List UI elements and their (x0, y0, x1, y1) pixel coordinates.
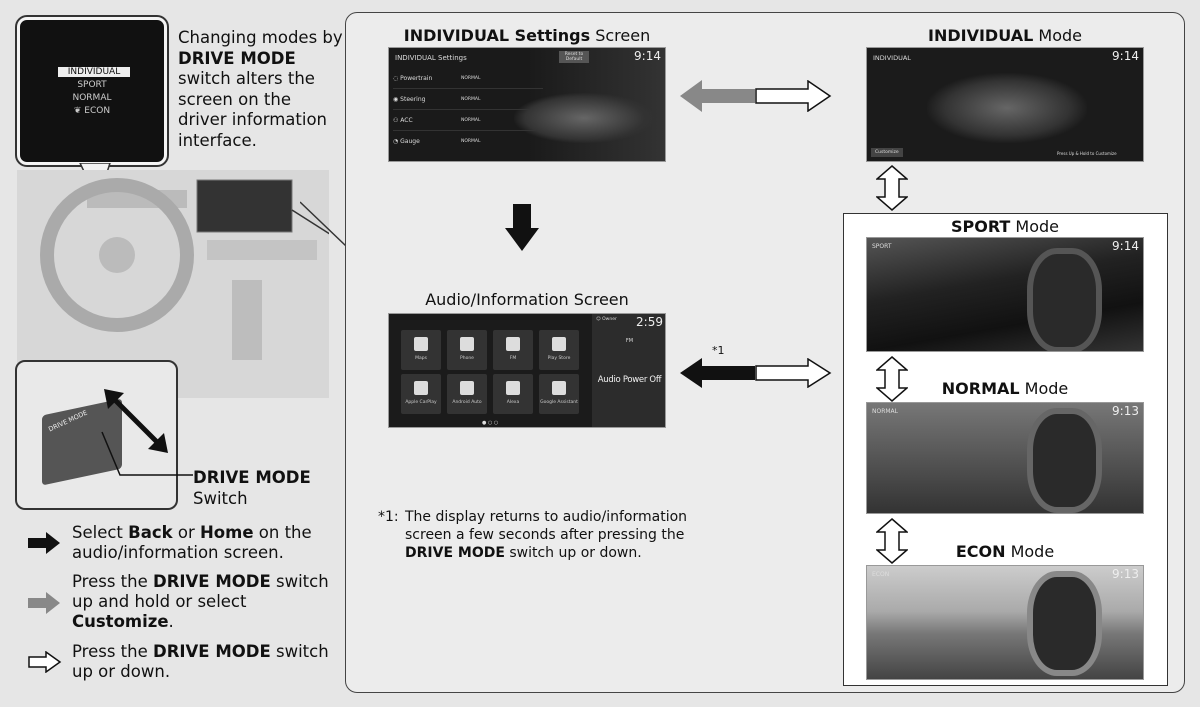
sport-mode-title: SPORT Mode (950, 217, 1060, 236)
white-arrow-icon (28, 651, 62, 673)
switch-inset: DRIVE MODE (15, 360, 178, 510)
clock: 9:14 (1112, 49, 1139, 63)
audio-band: FM (625, 338, 634, 344)
black-arrow-icon (28, 532, 60, 554)
audio-status: Audio Power Off (597, 375, 662, 385)
up-down-white-arrow (876, 356, 908, 402)
app-fm[interactable]: FM (493, 330, 533, 370)
popup-item-sport: SPORT (77, 80, 107, 90)
popup-item-individual: INDIVIDUAL (58, 67, 130, 77)
app-android-auto[interactable]: Android Auto (447, 374, 487, 414)
drive-mode-popup: INDIVIDUAL SPORT NORMAL ❦ ECON (15, 15, 169, 167)
app-alexa[interactable]: Alexa (493, 374, 533, 414)
individual-mode-title: INDIVIDUAL Mode (928, 26, 1082, 45)
black-down-arrow (505, 204, 539, 251)
app-play-store[interactable]: Play Store (539, 330, 579, 370)
econ-mode-screen: ECON 9:13 (866, 565, 1144, 680)
mode-label: ECON (872, 571, 890, 578)
user-profile[interactable]: ☺ Owner (596, 317, 617, 322)
legend-white: Press the DRIVE MODE switch up or down. (72, 642, 329, 681)
car-image (927, 73, 1087, 143)
popup-item-normal: NORMAL (72, 93, 112, 103)
wheel-image (1027, 248, 1102, 351)
settings-header: INDIVIDUAL Settings (395, 54, 467, 62)
reset-to-default-button[interactable]: Reset to Default (559, 51, 589, 63)
screen-callout-line (300, 201, 347, 247)
app-phone[interactable]: Phone (447, 330, 487, 370)
audio-information-screen: Maps Phone FM Play Store Apple CarPlay A… (388, 313, 666, 428)
customize-button[interactable]: Customize (871, 148, 903, 157)
page-dots: ● ○ ○ (482, 420, 499, 426)
popup-item-econ: ❦ ECON (73, 106, 111, 116)
footnote-ref: *1 (712, 344, 725, 357)
individual-settings-screen: INDIVIDUAL Settings Reset to Default 9:1… (388, 47, 666, 162)
app-google-assistant[interactable]: Google Assistant (539, 374, 579, 414)
up-down-white-arrow (876, 518, 908, 564)
legend-black: Select Back or Home on the audio/informa… (72, 523, 312, 562)
individual-mode-screen: INDIVIDUAL 9:14 Customize Press Up & Hol… (866, 47, 1144, 162)
clock: 9:14 (634, 49, 661, 63)
econ-mode-title: ECON Mode (955, 542, 1055, 561)
up-down-arrow-icon (104, 389, 168, 453)
gray-arrow-icon (28, 592, 60, 614)
black-white-double-arrow (680, 358, 832, 388)
wheel-image (1027, 571, 1102, 676)
sport-mode-screen: SPORT 9:14 (866, 237, 1144, 352)
clock: 9:13 (1112, 567, 1139, 581)
car-image (514, 93, 654, 143)
mode-label: SPORT (872, 243, 892, 250)
switch-pointer-line (101, 431, 193, 476)
settings-title: INDIVIDUAL Settings Screen (403, 26, 651, 45)
up-down-white-arrow (876, 165, 908, 211)
normal-mode-screen: NORMAL 9:13 (866, 402, 1144, 514)
wheel-image (1027, 408, 1102, 513)
customize-hint: Press Up & Hold to Customize (1057, 151, 1117, 156)
mode-label: INDIVIDUAL (873, 54, 911, 62)
gray-white-double-arrow (680, 80, 832, 112)
mode-label: NORMAL (872, 408, 899, 415)
audio-title: Audio/Information Screen (425, 290, 629, 309)
legend-gray: Press the DRIVE MODE switch up and hold … (72, 572, 329, 631)
app-maps[interactable]: Maps (401, 330, 441, 370)
clock: 9:14 (1112, 239, 1139, 253)
clock: 2:59 (636, 315, 663, 329)
normal-mode-title: NORMAL Mode (941, 379, 1069, 398)
clock: 9:13 (1112, 404, 1139, 418)
footnote: *1: The display returns to audio/informa… (378, 509, 688, 561)
app-apple-carplay[interactable]: Apple CarPlay (401, 374, 441, 414)
intro-text: Changing modes by DRIVE MODE switch alte… (178, 28, 343, 150)
audio-side-panel: ☺ Owner 2:59 FM Audio Power Off (592, 314, 665, 427)
